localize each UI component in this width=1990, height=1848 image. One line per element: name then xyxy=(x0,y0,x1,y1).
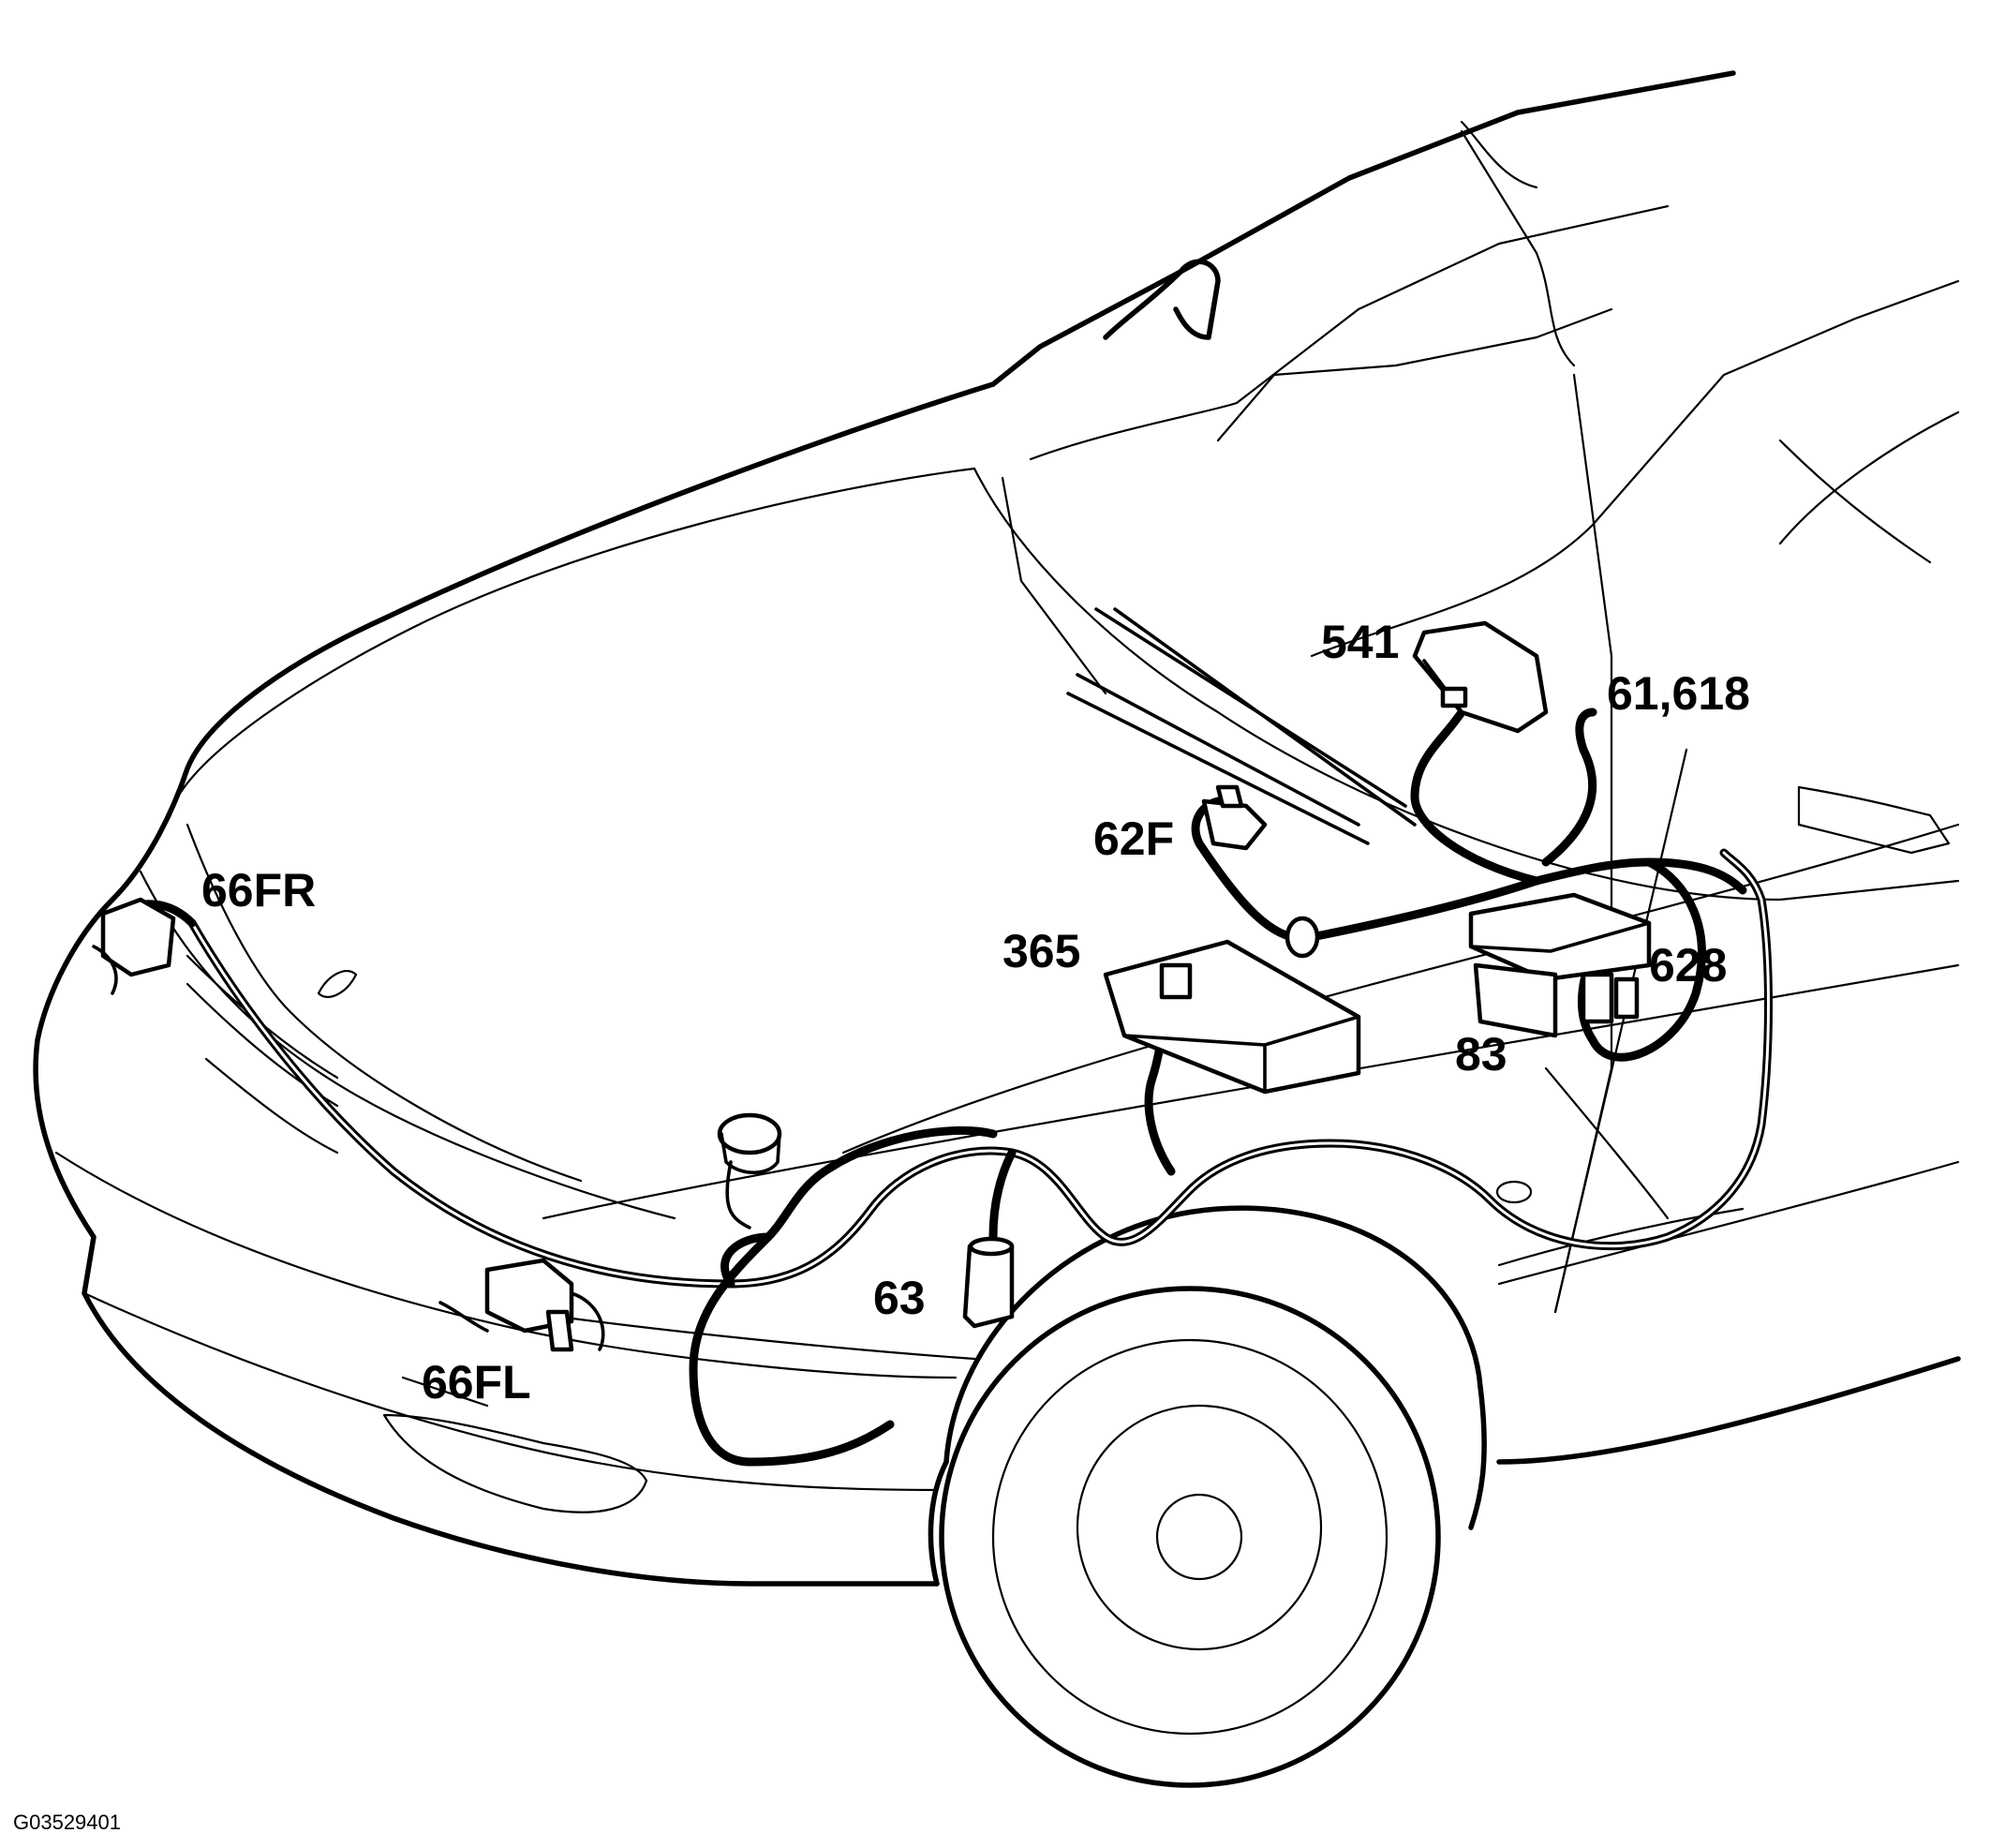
figure-id: G03529401 xyxy=(13,1811,121,1834)
car-body-outline xyxy=(33,70,1961,1587)
component-83 xyxy=(1473,962,1640,1038)
front-wheel xyxy=(939,1205,1487,1788)
callout-83: 83 xyxy=(1455,1028,1507,1080)
component-628 xyxy=(1468,892,1652,982)
callout-365: 365 xyxy=(1002,925,1081,977)
callout-628: 628 xyxy=(1649,939,1728,991)
wiring-harness xyxy=(108,708,1773,1467)
component-66FR xyxy=(92,897,176,995)
grommet xyxy=(1285,916,1320,959)
washer-reservoir xyxy=(717,1112,782,1230)
callout-66fl: 66FL xyxy=(422,1356,531,1408)
component-541 xyxy=(1412,620,1549,734)
component-66FL xyxy=(438,1258,605,1352)
component-62F xyxy=(1201,784,1268,851)
wiper-arm xyxy=(1066,607,1417,845)
callout-63: 63 xyxy=(873,1272,926,1324)
component-63 xyxy=(962,1236,1015,1329)
callout-66fr: 66FR xyxy=(201,864,317,917)
callout-541: 541 xyxy=(1321,616,1400,668)
component-365 xyxy=(1103,939,1361,1095)
callout-61-618: 61,618 xyxy=(1607,667,1750,720)
callout-62f: 62F xyxy=(1093,812,1175,865)
